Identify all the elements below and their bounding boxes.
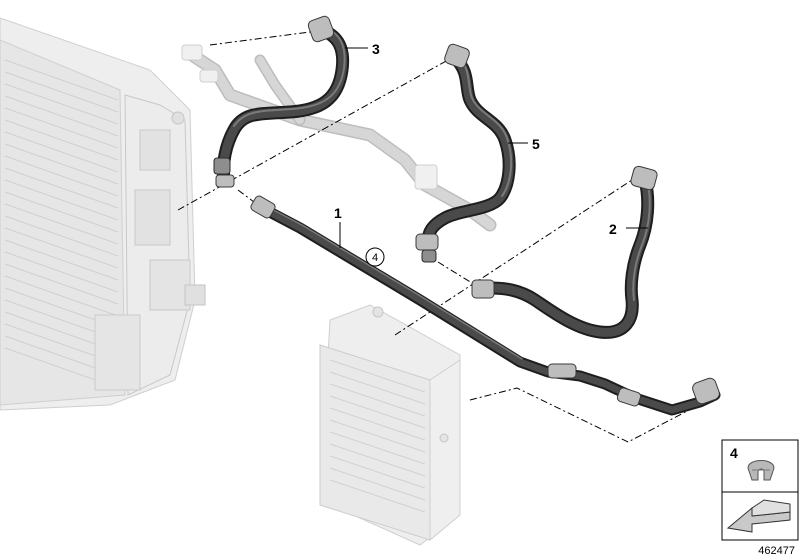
hose-5: [415, 43, 516, 263]
callouts: 3 5 2 1 4: [334, 41, 648, 267]
label-part-4-circled: 4: [372, 252, 378, 264]
circled-label-ring: [365, 247, 385, 267]
label-part-5: 5: [532, 136, 540, 152]
radiator-ghost: [0, 17, 206, 411]
hose-3: [213, 15, 350, 188]
wedge-arrow-icon: [726, 499, 791, 533]
label-part-1: 1: [334, 205, 342, 221]
inset-panel: 4 462477: [721, 439, 799, 557]
label-part-3: 3: [372, 41, 380, 57]
hose-2: [471, 165, 658, 339]
diagram-number: 462477: [758, 545, 795, 557]
oil-cooler-ghost: [319, 304, 461, 546]
hose-clip-icon: [747, 460, 775, 481]
label-part-2: 2: [609, 221, 617, 237]
hose-1: [250, 195, 721, 416]
inset-label-4: 4: [730, 445, 738, 461]
